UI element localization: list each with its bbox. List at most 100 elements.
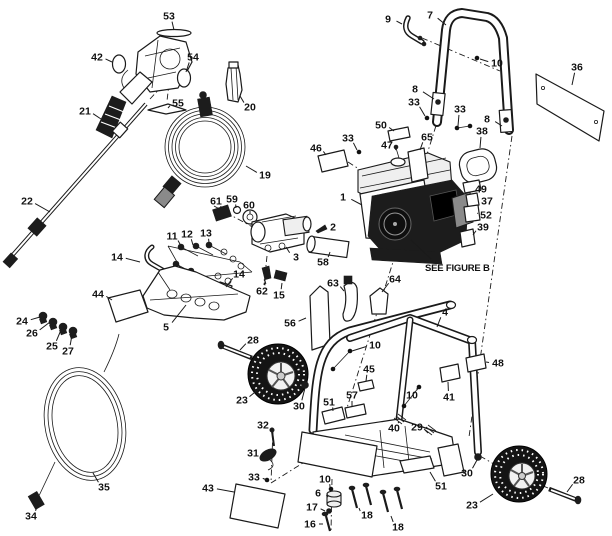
wheel-right [490,445,548,503]
callout-33: 33 [408,97,420,109]
leader-line-39 [472,230,477,236]
callout-25: 25 [46,341,58,353]
panel-56 [309,285,331,351]
axles-and-nuts [217,340,582,505]
callout-15: 15 [273,290,285,302]
leader-line-15 [280,282,283,290]
callout-29: 29 [411,422,423,434]
callout-59: 59 [226,194,238,206]
plate-55 [147,103,187,115]
flange-60 [242,209,258,225]
screw-2 [315,224,328,234]
callout-30: 30 [293,401,305,413]
plate-39 [459,228,476,248]
callout-10: 10 [319,474,331,486]
callout-13: 13 [200,228,212,240]
leader-line-31 [261,454,265,458]
callout-16: 16 [304,519,316,531]
leader-line-33 [419,106,426,117]
plate-45 [357,379,375,392]
leader-line-19 [245,165,258,173]
callout-17: 17 [306,502,318,514]
plate-37 [465,192,480,208]
leader-line-11 [177,240,182,247]
callout-4: 4 [442,307,448,319]
callout-7: 7 [427,10,433,22]
callout-56: 56 [284,318,296,330]
leader-line-26 [39,321,51,331]
plate-41 [439,363,461,383]
leader-line-50 [388,127,395,132]
callout-60: 60 [243,200,255,212]
callout-26: 26 [26,328,38,340]
callout-23: 23 [466,500,478,512]
callout-2: 2 [330,222,336,234]
leader-line-36 [571,72,576,86]
callout-47: 47 [381,140,393,152]
leader-line-30 [301,387,306,401]
callout-31: 31 [247,448,259,460]
nut-30-left [301,381,309,389]
leader-line-25 [55,329,62,341]
callout-48: 48 [492,358,504,370]
bottom-fasteners [321,482,404,532]
callout-19: 19 [259,170,271,182]
leader-line-20 [239,95,245,103]
fitting-62 [261,265,272,285]
leader-line-33 [352,142,358,151]
callout-62: 62 [256,286,268,298]
nozzle-holder [225,61,243,103]
leader-line-23 [249,387,261,398]
leader-line-7 [437,17,447,26]
spray-gun [95,28,193,139]
plate-51-left [321,406,346,425]
plate-51-right [399,455,435,474]
leader-line-48 [485,361,490,363]
leader-line-27 [69,334,73,346]
leader-line-40 [397,421,400,424]
spray-wand [2,102,148,269]
callout-14: 14 [233,269,245,281]
screw-16 [324,515,332,532]
callout-3: 3 [293,252,299,264]
leader-line-8 [494,121,503,127]
callout-27: 27 [62,346,74,358]
strap-63 [342,281,358,322]
leader-line-35 [92,472,99,483]
bolt-32 [269,427,275,433]
pump-assembly [212,204,312,285]
leader-line-8 [422,91,435,100]
callout-32: 32 [257,420,269,432]
leader-line-17 [320,508,326,512]
callout-50: 50 [375,120,387,132]
handle-panel [107,265,251,323]
warning-plate [535,73,605,142]
callout-51: 51 [435,481,447,493]
callout-38: 38 [476,126,488,138]
o-ring-54 [176,68,192,88]
callout-10: 10 [369,340,381,352]
callout-53: 53 [163,11,175,23]
see-figure-b-note: SEE FIGURE B [425,263,490,274]
leader-line-46 [322,151,327,156]
callout-41: 41 [443,392,455,404]
callout-28: 28 [573,475,585,487]
lever-31 [259,448,277,462]
leader-line-1 [351,198,363,206]
callout-61: 61 [210,196,222,208]
leader-line-3 [285,246,291,254]
plate-49 [462,179,482,194]
callout-49: 49 [475,184,487,196]
plate-46 [317,149,349,173]
leader-line-53 [171,21,175,31]
callout-34: 34 [25,511,37,523]
callout-39: 39 [477,222,489,234]
leader-line-29 [424,429,429,434]
callout-14: 14 [111,252,123,264]
leader-line-42 [105,58,113,63]
leader-line-21 [92,113,102,120]
callout-24: 24 [16,316,28,328]
leader-line-5 [171,304,187,323]
leader-line-30 [472,459,478,469]
